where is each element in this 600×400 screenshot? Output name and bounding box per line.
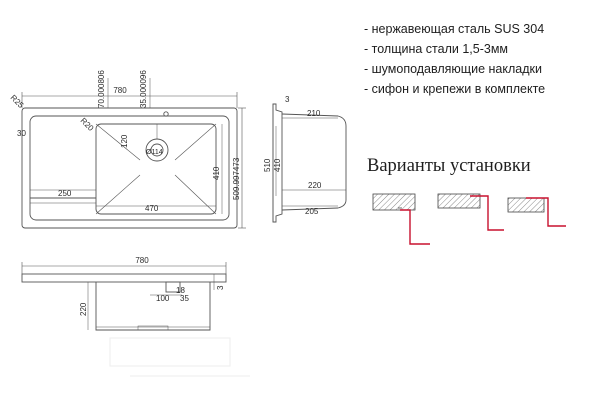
dim-width: 780: [113, 86, 127, 95]
faucet-hole: [163, 111, 169, 117]
install-variant-2: [437, 193, 504, 231]
dim-top-width: 210: [307, 109, 321, 118]
dim-drain-width: 100: [156, 294, 170, 303]
front-view: [21, 262, 227, 331]
dim-front-width: 780: [135, 256, 149, 265]
dim-bowl-height: 410: [212, 166, 221, 180]
drain-inner: [150, 143, 164, 157]
dim-top-gap: 3: [285, 95, 290, 104]
dim-side-bowl-height: 410: [273, 158, 282, 172]
top-view-labels: 780 70.000806 35.000096 R25 R20 509.9974…: [9, 70, 241, 213]
front-bowl-profile: [95, 282, 211, 331]
install-variant-1: [372, 193, 430, 245]
dim-mid-width: 220: [308, 181, 322, 190]
sink-outline: [21, 107, 238, 229]
top-view: [21, 78, 246, 229]
dim-side-height: 510: [263, 158, 272, 172]
dim-front-depth: 220: [79, 302, 88, 316]
dim-small-c: 3: [216, 285, 225, 290]
front-view-labels: 780 220 100 35 18 3: [79, 256, 225, 316]
faded-watermark: [109, 337, 250, 377]
dim-radius-corner: R25: [9, 93, 26, 110]
bowl-bevel-line: [95, 123, 141, 161]
dim-small-b: 18: [176, 286, 185, 295]
dim-bottom-width: 205: [305, 207, 319, 216]
dim-radius-bowl: R20: [79, 116, 96, 133]
install-variant-3: [507, 197, 566, 227]
install-variants-title: Варианты установки: [367, 156, 531, 176]
dim-drain-offset: 120: [120, 134, 129, 148]
dim-height-total: 509.997473: [232, 157, 241, 200]
side-view-labels: 3 210 510 410 220 205: [263, 95, 322, 216]
bowl-outline: [95, 123, 217, 215]
sink-inner-frame: [29, 115, 230, 221]
feature-thickness: - толщина стали 1,5-3мм: [364, 42, 509, 56]
dim-center-offset: 35.000096: [139, 70, 148, 108]
dim-drain-diameter: Ø114: [146, 149, 163, 156]
dim-width-top: 70.000806: [97, 70, 106, 108]
side-bowl-profile: [281, 113, 347, 211]
drain-fitting: [165, 281, 181, 293]
dim-bowl-width: 470: [145, 204, 159, 213]
dim-edge: 30: [17, 129, 26, 138]
front-rim: [21, 273, 227, 283]
side-profile: [272, 103, 283, 223]
feature-included: - сифон и крепежи в комплекте: [364, 82, 546, 96]
feature-material: - нержавеющая сталь SUS 304: [364, 22, 545, 36]
dim-wing-width: 250: [58, 189, 72, 198]
feature-noise-pads: - шумоподавляющие накладки: [364, 62, 542, 76]
dim-small-a: 35: [180, 294, 189, 303]
side-view: [272, 103, 347, 223]
